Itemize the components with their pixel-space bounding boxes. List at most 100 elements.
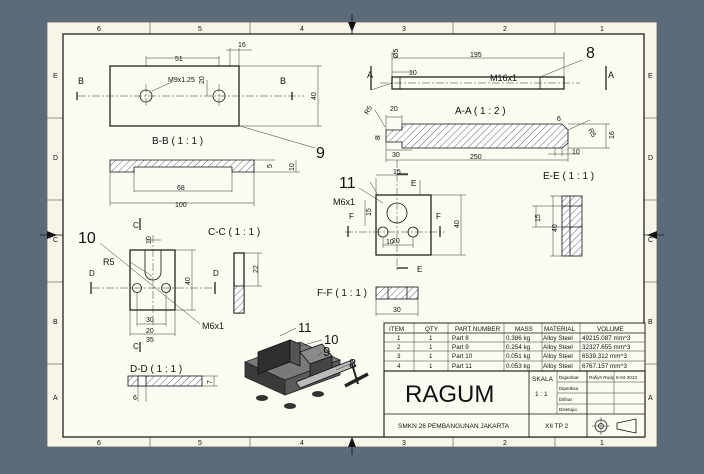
bom-header: ITEM QTY PART NUMBER MASS MATERIAL VOLUM… <box>389 326 624 333</box>
zone-col-top: 6 <box>97 26 101 33</box>
zone-col-top: 3 <box>402 26 406 33</box>
bom-cell: 4 <box>397 363 401 370</box>
bom-cell: 1 <box>429 363 433 370</box>
view-aa-section[interactable] <box>374 109 610 162</box>
dim-cc-30: 30 <box>146 317 154 324</box>
zone-col-bottom: 2 <box>503 440 507 447</box>
bom-cell: 3 <box>397 353 401 360</box>
dim-ee-40: 40 <box>454 220 461 228</box>
bom-cell: 49215.087 mm^3 <box>582 335 631 342</box>
dim-aa-10: 10 <box>409 70 417 77</box>
dim-aa-8: 8 <box>375 136 382 140</box>
bom-cell: 2 <box>397 344 401 351</box>
view-title-ee: E-E ( 1 : 1 ) <box>543 171 594 182</box>
bom-cell: 0.254 kg <box>506 344 531 351</box>
bom-cell: Part 9 <box>452 344 469 351</box>
zone-row-left: E <box>53 73 58 80</box>
view-bb-section[interactable] <box>109 159 300 206</box>
sign-role: Digambar <box>559 375 579 380</box>
zone-col-bottom: 1 <box>600 440 604 447</box>
sign-name: Rafiyh Rudy <box>589 375 615 380</box>
cut-label-e-top: E <box>411 179 416 188</box>
drawing-title: RAGUM <box>405 381 494 408</box>
scale-value: 1 : 1 <box>535 391 548 398</box>
cut-label-c-bottom: C <box>133 342 139 351</box>
cut-label-e-bottom: E <box>417 265 422 274</box>
view-title-ff: F-F ( 1 : 1 ) <box>317 288 367 299</box>
zone-row-right: A <box>648 395 653 402</box>
dim-aa-10b: 10 <box>572 149 580 156</box>
cut-label-b-right: B <box>280 76 286 86</box>
dim-bb-100: 100 <box>175 202 187 209</box>
bom-header-cell: PART NUMBER <box>455 326 501 333</box>
dim-bb-68: 68 <box>177 185 185 192</box>
thread-aa: M16x1 <box>490 73 517 83</box>
view-bb-plan[interactable] <box>76 48 322 149</box>
zone-row-right: B <box>648 319 653 326</box>
cut-label-d-right: D <box>213 269 219 278</box>
zone-col-top: 5 <box>198 26 202 33</box>
balloon-9: 9 <box>316 145 325 162</box>
dim-bb-51: 51 <box>175 56 183 63</box>
view-cc-section[interactable] <box>233 252 262 314</box>
centering-marks <box>40 14 664 455</box>
bom-cell: 1 <box>429 344 433 351</box>
zone-col-bottom: 3 <box>402 440 406 447</box>
view-dd-section[interactable] <box>127 375 218 402</box>
thread-bb: M9x1.25 <box>168 77 195 84</box>
view-aa-screw[interactable] <box>370 52 607 91</box>
dim-bb-10: 10 <box>289 163 296 171</box>
scale-label: SKALA <box>532 376 554 383</box>
view-title-cc: C-C ( 1 : 1 ) <box>208 227 260 238</box>
dim-cc-40: 40 <box>185 277 192 285</box>
bom-cell: Alloy Steel <box>543 335 573 342</box>
radius-cc: R5 <box>103 257 115 267</box>
class-code: XII TP 2 <box>545 423 569 430</box>
view-ff-section[interactable] <box>375 286 419 316</box>
dim-aa-195: 195 <box>470 52 482 59</box>
isometric-assembly[interactable] <box>243 327 369 409</box>
iso-balloon-11: 11 <box>298 320 312 335</box>
zone-row-left: D <box>53 155 58 162</box>
dim-ee-15: 15 <box>393 169 401 176</box>
dim-aa-30: 30 <box>392 152 400 159</box>
bom-cell: Alloy Steel <box>543 353 573 360</box>
dim-ee-10: 10 <box>386 239 394 246</box>
dim-ee-section-40: 40 <box>552 224 559 232</box>
view-cc-front[interactable] <box>90 218 216 352</box>
cut-label-a-left: A <box>367 70 373 80</box>
bom-cell: Part 10 <box>452 353 473 360</box>
view-ee-section[interactable] <box>532 195 583 257</box>
cut-label-b-left: B <box>78 76 84 86</box>
view-title-bb: B-B ( 1 : 1 ) <box>152 136 203 147</box>
dim-dd-6: 6 <box>133 395 137 402</box>
dim-cc-10: 10 <box>146 236 153 244</box>
dim-bb-16: 16 <box>238 42 246 49</box>
sign-date: 8-04-2013 <box>616 375 637 380</box>
sign-role: Dilihat <box>559 397 572 402</box>
bom-cell: 6767.157 mm^3 <box>582 363 627 370</box>
balloon-10: 10 <box>78 230 96 247</box>
dim-bb-5: 5 <box>267 164 274 168</box>
view-title-aa: A-A ( 1 : 2 ) <box>455 106 506 117</box>
balloon-11: 11 <box>339 175 356 192</box>
dim-ee-15b: 15 <box>366 208 373 216</box>
dim-bb-20: 20 <box>199 76 206 84</box>
dim-aa-r5-right: R5 <box>586 128 597 139</box>
bom-header-cell: ITEM <box>389 326 404 333</box>
dim-bb-40: 40 <box>311 92 318 100</box>
dim-dd-7: 7 <box>207 380 214 384</box>
bom-cell: 1 <box>429 335 433 342</box>
view-ee-front[interactable] <box>345 160 466 270</box>
cut-label-f-left: F <box>349 212 354 221</box>
bom-cell: 0.051 kg <box>506 353 531 360</box>
cut-label-c-top: C <box>133 221 139 230</box>
bom-cell: Part 11 <box>452 363 472 370</box>
dim-aa-r5-left: R5 <box>364 105 375 116</box>
zone-col-top: 2 <box>503 26 507 33</box>
zone-row-right: D <box>648 155 653 162</box>
bom-cell: 1 <box>397 335 401 342</box>
zone-row-left: A <box>53 395 58 402</box>
